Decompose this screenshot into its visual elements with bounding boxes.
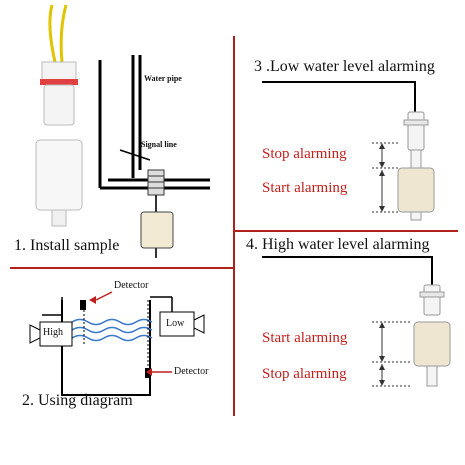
high-level-sensor xyxy=(262,256,451,387)
horizontal-divider-right xyxy=(234,230,458,232)
low-level-sensor xyxy=(262,81,435,221)
using-diagram-title: 2. Using diagram xyxy=(22,392,133,409)
high-start-alarming-label: Start alarming xyxy=(262,330,348,346)
install-sample-title: 1. Install sample xyxy=(14,237,120,254)
low-water-alarm-title: 3 .Low water level alarming xyxy=(254,58,435,75)
horizontal-divider-left xyxy=(10,267,234,269)
low-stop-alarming-label: Stop alarming xyxy=(262,146,347,162)
high-water-alarm-title: 4. High water level alarming xyxy=(246,236,430,253)
signal-line-label: Signal line xyxy=(141,140,177,149)
high-alarm-label: High xyxy=(43,327,63,338)
detector-bottom-label: Detector xyxy=(174,366,209,377)
using-diagram xyxy=(29,291,205,396)
water-pipe-label: Water pipe xyxy=(144,74,182,83)
sensor-photo xyxy=(35,4,83,227)
low-start-alarming-label: Start alarming xyxy=(262,180,348,196)
vertical-divider xyxy=(233,36,235,416)
high-stop-alarming-label: Stop alarming xyxy=(262,366,347,382)
detector-top-label: Detector xyxy=(114,280,149,291)
install-schematic xyxy=(98,55,210,258)
low-alarm-label: Low xyxy=(166,318,185,329)
